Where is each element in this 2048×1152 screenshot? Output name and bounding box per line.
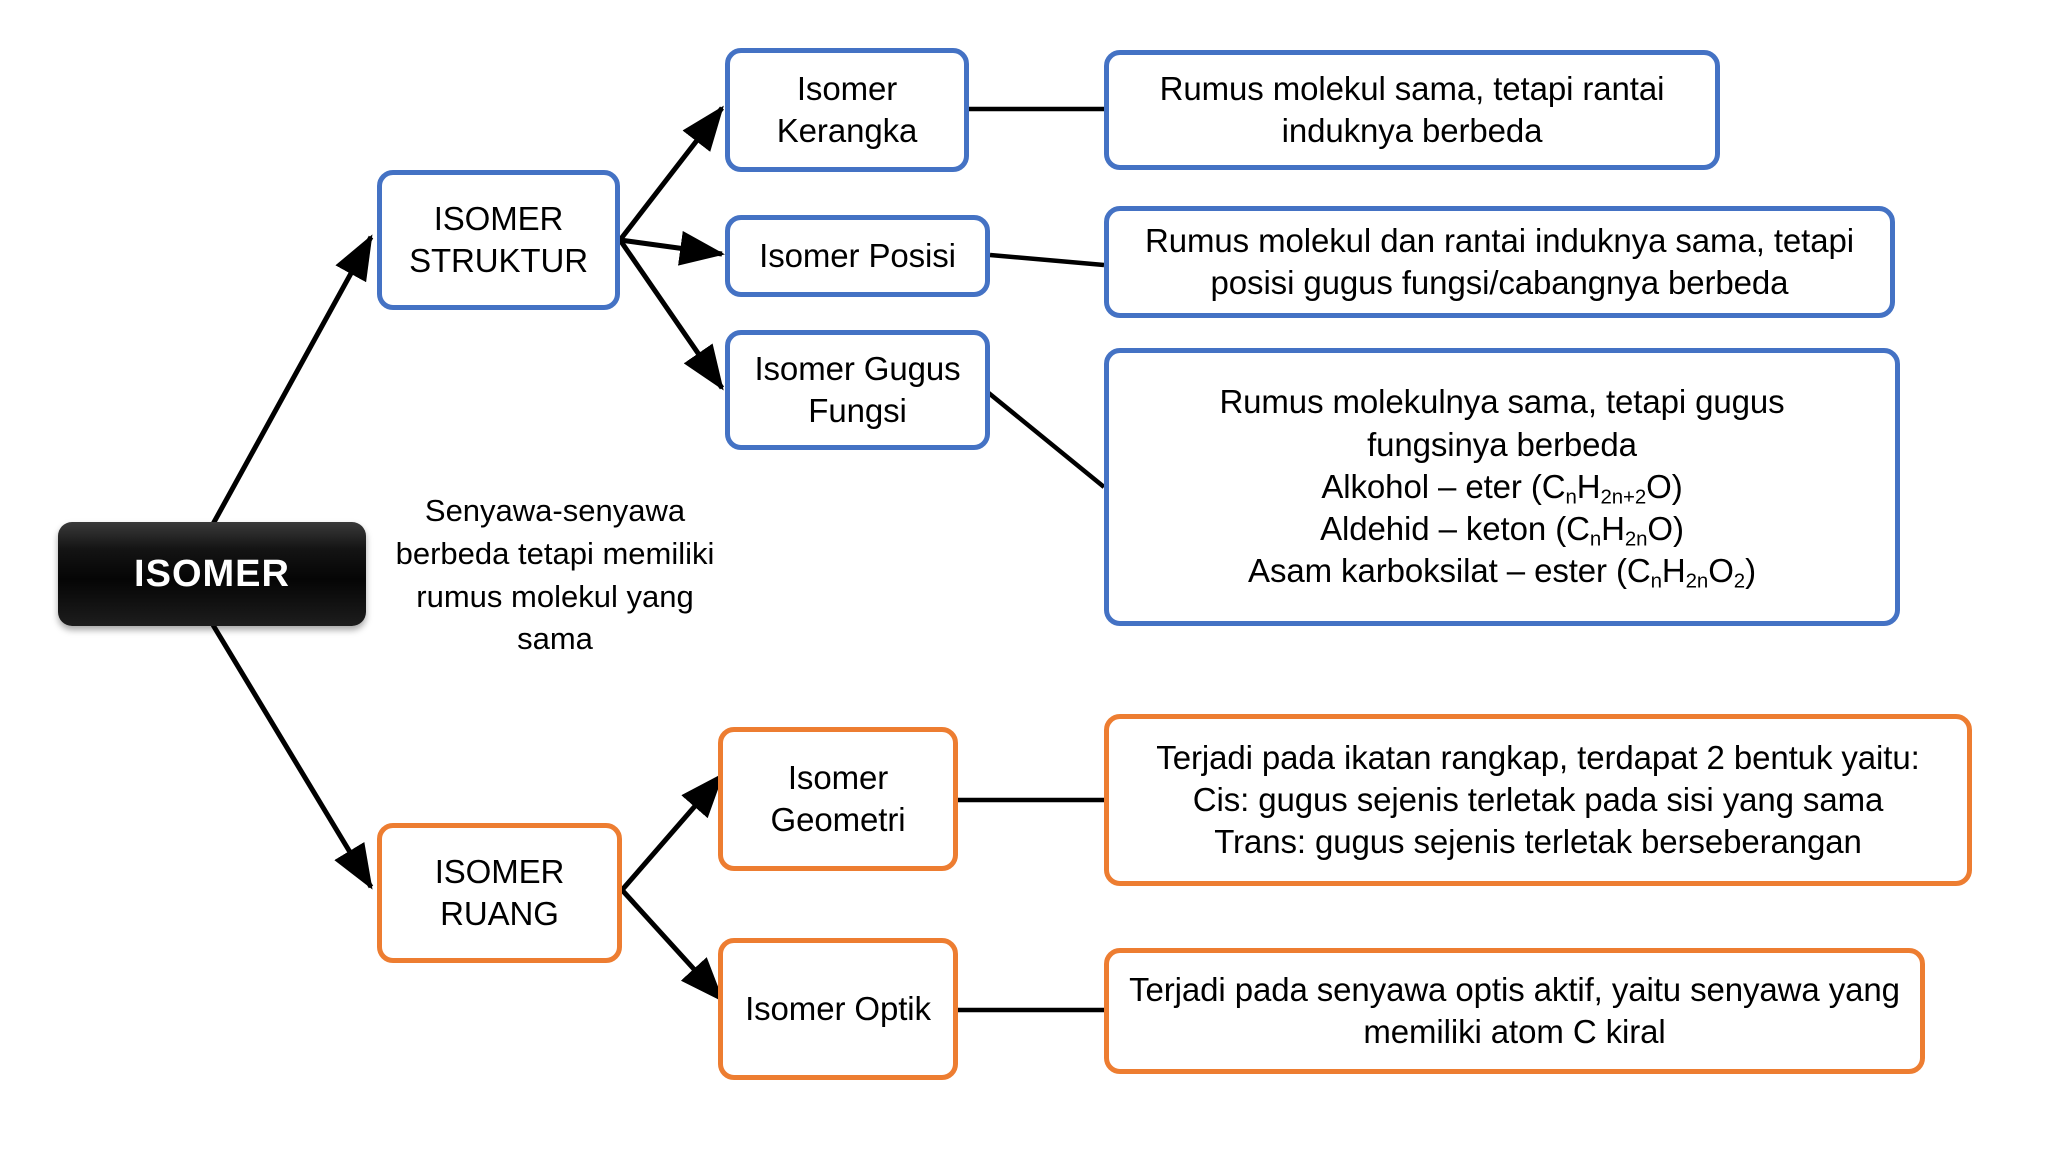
node-isomer-kerangka-label: Isomer Kerangka (776, 69, 918, 149)
edge-struktur-to-gugus-fungsi (617, 238, 725, 391)
formula-2-before: Aldehid – keton (C (1320, 510, 1590, 548)
desc-formula-aldehid-keton: Aldehid – keton (CnH2nO) (1320, 508, 1684, 550)
desc-isomer-geometri[interactable]: Terjadi pada ikatan rangkap, terdapat 2 … (1104, 714, 1972, 886)
edge-ruang-to-optik (620, 888, 725, 1003)
node-isomer-struktur-label: ISOMER STRUKTUR (409, 199, 588, 279)
formula-3-mid: H (1661, 552, 1686, 590)
formula-1-sub2: 2n+2 (1600, 485, 1647, 509)
formula-2-sub1: n (1589, 527, 1602, 551)
node-isomer-posisi-label: Isomer Posisi (759, 236, 956, 274)
formula-2-mid: H (1601, 510, 1625, 548)
desc-isomer-optik-text: Terjadi pada senyawa optis aktif, yaitu … (1129, 970, 1900, 1050)
formula-3-sub1: n (1650, 570, 1662, 594)
node-isomer-geometri-label: Isomer Geometri (770, 758, 906, 838)
node-isomer-gugus-fungsi-label: Isomer Gugus Fungsi (754, 349, 961, 429)
desc-isomer-posisi[interactable]: Rumus molekul dan rantai induknya sama, … (1104, 206, 1895, 318)
node-isomer-geometri[interactable]: Isomer Geometri (718, 727, 958, 871)
formula-1-before: Alkohol – eter (C (1321, 467, 1566, 505)
node-isomer-ruang[interactable]: ISOMER RUANG (377, 823, 622, 963)
formula-1-sub1: n (1565, 485, 1577, 509)
node-isomer-optik-label: Isomer Optik (745, 989, 931, 1027)
desc-formula-alkohol-eter: Alkohol – eter (CnH2n+2O) (1321, 466, 1682, 508)
formula-1-mid: H (1576, 467, 1601, 505)
edge-root-to-ruang (210, 623, 374, 890)
desc-formula-asam-ester: Asam karboksilat – ester (CnH2nO2) (1248, 550, 1756, 592)
node-isomer-ruang-label: ISOMER RUANG (434, 852, 565, 932)
desc-isomer-posisi-text: Rumus molekul dan rantai induknya sama, … (1145, 221, 1854, 301)
node-isomer-root[interactable]: ISOMER (58, 522, 366, 626)
edge-struktur-to-posisi (619, 230, 725, 266)
formula-3-sub3: 2 (1733, 570, 1746, 594)
formula-2-sub2: 2n (1624, 527, 1648, 551)
formula-3-sub2: 2n (1685, 570, 1709, 594)
node-isomer-kerangka[interactable]: Isomer Kerangka (725, 48, 969, 172)
diagram-caption-text: Senyawa-senyawa berbeda tetapi memiliki … (395, 493, 715, 657)
diagram-caption: Senyawa-senyawa berbeda tetapi memiliki … (380, 490, 730, 661)
edge-gugus-fungsi-to-desc (983, 388, 1106, 489)
node-isomer-root-label: ISOMER (134, 552, 290, 595)
edge-root-to-struktur (210, 234, 374, 526)
edge-ruang-to-geometri (620, 772, 724, 892)
node-isomer-struktur[interactable]: ISOMER STRUKTUR (377, 170, 620, 310)
desc-isomer-geometri-text: Terjadi pada ikatan rangkap, terdapat 2 … (1156, 738, 1920, 861)
formula-2-after: O) (1647, 510, 1684, 548)
formula-3-before: Asam karboksilat – ester (C (1248, 552, 1651, 590)
node-isomer-posisi[interactable]: Isomer Posisi (725, 215, 990, 297)
desc-isomer-gugus-fungsi[interactable]: Rumus molekulnya sama, tetapi gugus fung… (1104, 348, 1900, 626)
node-isomer-gugus-fungsi[interactable]: Isomer Gugus Fungsi (725, 330, 990, 450)
desc-isomer-optik[interactable]: Terjadi pada senyawa optis aktif, yaitu … (1104, 948, 1925, 1074)
desc-isomer-gugus-fungsi-line-2: fungsinya berbeda (1367, 425, 1637, 463)
edge-struktur-to-kerangka (618, 105, 724, 242)
formula-3-after: O (1708, 552, 1734, 590)
node-isomer-optik[interactable]: Isomer Optik (718, 938, 958, 1080)
edge-posisi-to-desc (989, 252, 1105, 268)
formula-1-after: O) (1646, 467, 1683, 505)
desc-isomer-kerangka[interactable]: Rumus molekul sama, tetapi rantai indukn… (1104, 50, 1720, 170)
formula-3-tail: ) (1745, 552, 1756, 590)
desc-isomer-gugus-fungsi-line-1: Rumus molekulnya sama, tetapi gugus (1219, 383, 1785, 421)
desc-isomer-kerangka-text: Rumus molekul sama, tetapi rantai indukn… (1159, 69, 1665, 149)
